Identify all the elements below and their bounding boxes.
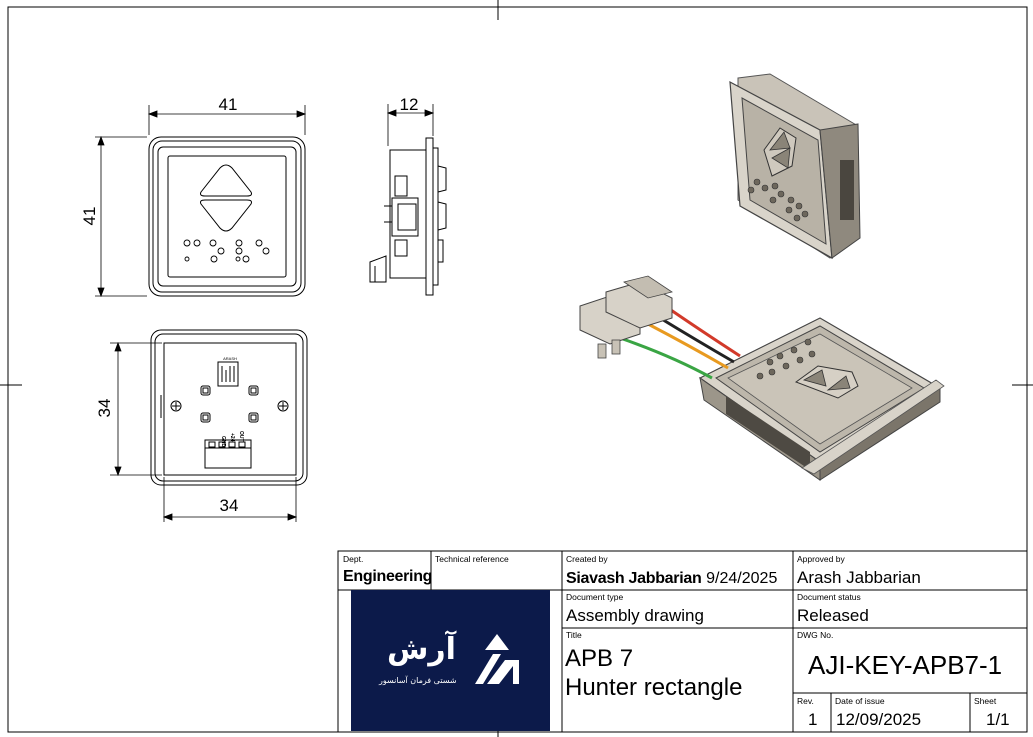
issue-label: Date of issue [835,696,885,706]
back-height-label: 34 [95,399,114,418]
tech-ref-label: Technical reference [435,554,509,564]
sheet-value: 1/1 [986,710,1010,729]
dimension-front-height [95,135,147,298]
back-view [150,329,308,486]
back-width-label: 34 [220,496,239,515]
sheet-label: Sheet [974,696,997,706]
wire-green [619,336,713,380]
iso-view-front [729,73,861,260]
created-date: 9/24/2025 [706,570,778,587]
doc-status-value: Released [797,606,869,625]
rev-label: Rev. [797,696,814,706]
approved-by-value: Arash Jabbarian [797,568,921,587]
dimension-side-depth [386,104,435,146]
dept-value: Engineering [343,568,433,585]
doc-type-label: Document type [566,592,624,602]
side-view [369,137,447,296]
approved-by-label: Approved by [797,554,845,564]
wire-orange [647,322,729,370]
wire-red [667,306,741,358]
pin-label-out: OUT [238,431,244,442]
title-block-grid [337,550,1028,733]
created-by-value: Siavash Jabbarian [566,570,702,587]
issue-value: 12/09/2025 [836,710,922,729]
company-logo: آرش شستی فرمان آسانسور [351,590,550,731]
front-width-label: 41 [219,95,238,114]
created-by-label: Created by [566,554,608,564]
front-height-label: 41 [80,207,99,226]
dimension-back-height [110,341,162,477]
side-depth-label: 12 [400,95,419,114]
dimension-front-width [147,105,307,135]
created-by-row: Siavash Jabbarian 9/24/2025 [566,568,777,588]
wire-black [659,316,735,364]
iso-view-assembly [579,275,945,481]
title-label: Title [566,630,582,640]
doc-status-label: Document status [797,592,861,602]
dept-label: Dept. [343,554,364,564]
front-view [148,136,306,297]
logo-brand-text: آرش [387,632,456,667]
title-line-1: APB 7 [565,645,634,672]
doc-type-value: Assembly drawing [566,606,704,625]
logo-tagline: شستی فرمان آسانسور [379,676,457,685]
dimension-back-width [162,477,298,522]
logo-mark-icon [475,634,519,684]
back-pin-labels: GND +24 OUT [220,431,244,448]
pin-label-24v: +24 [229,433,235,442]
pin-label-gnd: GND [220,436,226,448]
back-logo-mark: ARASH [223,356,237,361]
dwg-label: DWG No. [797,630,834,640]
dwg-value: AJI-KEY-APB7-1 [808,650,1003,680]
rev-value: 1 [808,710,818,729]
title-line-2: Hunter rectangle [565,674,743,701]
